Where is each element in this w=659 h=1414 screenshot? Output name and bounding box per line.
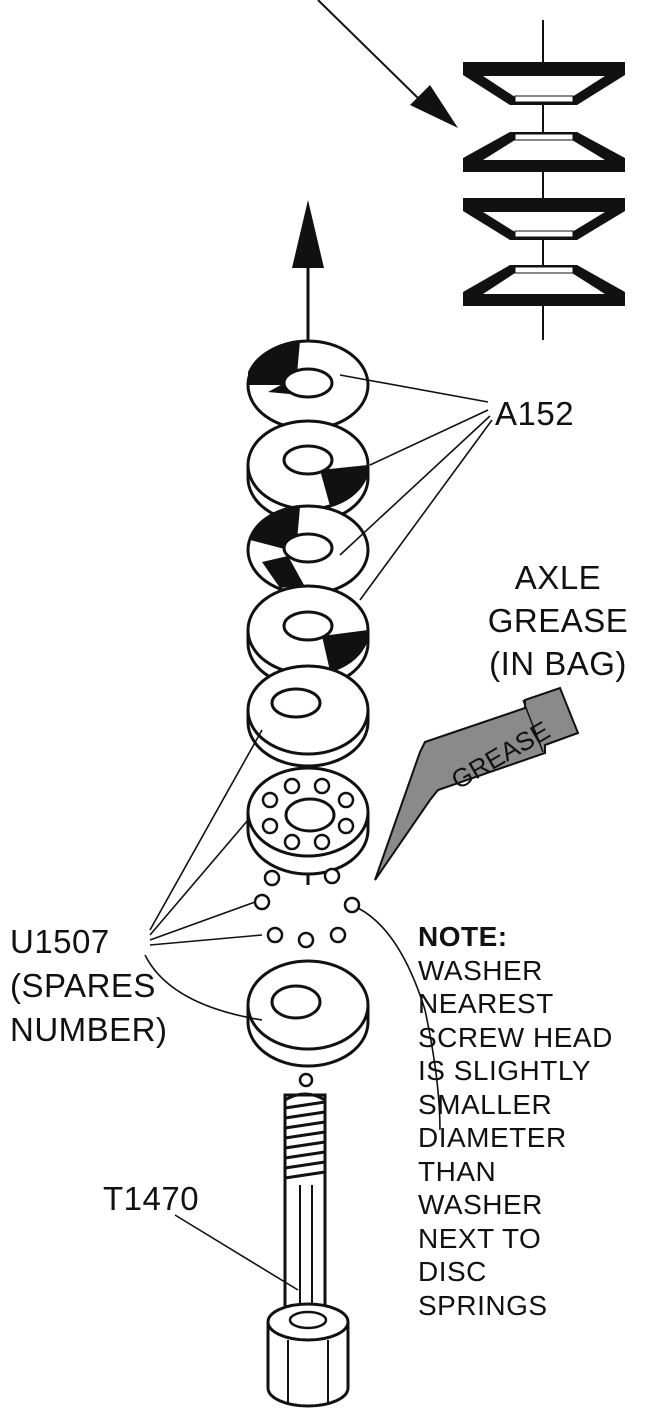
disc-spring-section <box>463 198 625 240</box>
note-line: DIAMETER <box>418 1122 567 1153</box>
note-line: THAN <box>418 1155 497 1187</box>
note-line: NEXT TO <box>418 1222 542 1254</box>
loose-balls <box>253 867 361 949</box>
u1507-label: U1507 (SPARES NUMBER) <box>10 920 168 1052</box>
note-line: IS SLIGHTLY <box>418 1055 592 1086</box>
note-title: NOTE: <box>418 921 508 952</box>
t1470-leader-line <box>174 1214 299 1291</box>
thrust-washer-upper <box>246 664 370 768</box>
note-line: SMALLER <box>418 1088 553 1120</box>
t1470-label: T1470 <box>103 1180 200 1217</box>
note-line: SPRINGS <box>418 1289 548 1321</box>
ball-bearing-cage <box>246 766 370 876</box>
note-line: SCREW HEAD <box>418 1021 613 1053</box>
axle-grease-line: (IN BAG) <box>489 645 627 682</box>
grease-tube-icon: GREASE <box>374 686 580 881</box>
assembly-note: NOTE: WASHER NEAREST SCREW HEAD IS SLIGH… <box>418 920 613 1322</box>
a152-label: A152 <box>495 395 575 432</box>
note-line: WASHER <box>418 1189 543 1220</box>
note-line: NEAREST <box>418 988 554 1019</box>
disc-spring-detail <box>463 20 625 340</box>
axle-grease-line: AXLE <box>514 559 602 596</box>
note-leader-line <box>357 907 441 1131</box>
u1507-line: NUMBER) <box>10 1011 168 1048</box>
disc-spring-3 <box>246 504 370 596</box>
u1507-line: U1507 <box>10 923 110 960</box>
axle-grease-label: AXLE GREASE (IN BAG) <box>468 556 648 685</box>
disc-spring-section <box>463 265 625 306</box>
u1507-line: (SPARES <box>10 967 156 1004</box>
screw-t1470 <box>266 1072 350 1408</box>
detail-pointer-arrow <box>317 0 458 128</box>
u1507-leader-lines <box>144 729 263 1021</box>
note-line: DISC <box>418 1256 487 1287</box>
a152-leader-lines <box>339 374 493 601</box>
thrust-washer-lower <box>246 959 370 1068</box>
disc-spring-section <box>463 62 625 105</box>
axle-grease-line: GREASE <box>487 602 629 639</box>
note-line: WASHER <box>418 954 543 986</box>
disc-spring-section <box>463 132 625 172</box>
disc-spring-2 <box>246 419 370 524</box>
disc-spring-1 <box>246 339 370 431</box>
